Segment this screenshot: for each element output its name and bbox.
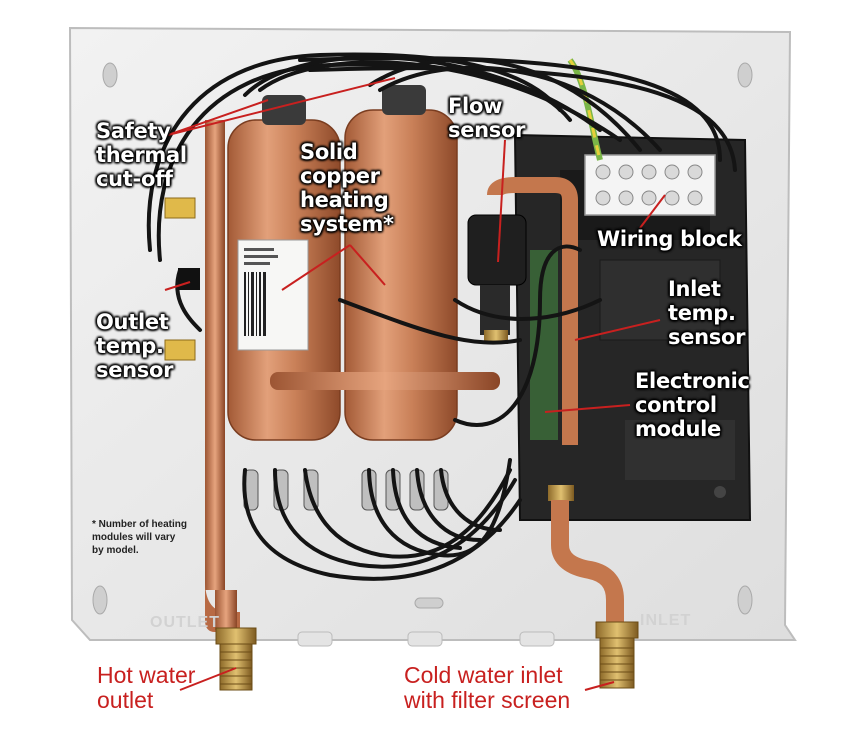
cold-water-inlet-fitting — [595, 621, 639, 689]
label-cold-water-inlet: Cold water inlet with filter screen — [404, 662, 571, 713]
embossed-inlet-text: INLET — [640, 612, 692, 629]
pointer-lines — [164, 77, 666, 691]
outlet-pipe — [205, 120, 240, 632]
label-outlet-temp-sensor: Outlet temp. sensor — [96, 310, 174, 382]
hot-water-outlet-fitting — [215, 627, 257, 691]
wiring-terminal-block — [584, 154, 716, 216]
outlet-temp-sensor-clip — [178, 268, 200, 290]
cables — [146, 52, 737, 581]
embossed-outlet-text: OUTLET — [150, 614, 220, 631]
inlet-pipe — [487, 177, 624, 625]
heating-module-left — [227, 95, 341, 441]
label-wiring-block: Wiring block — [597, 227, 742, 251]
label-solid-copper-heating: Solid copper heating system* — [300, 140, 394, 236]
heating-modules-note: * Number of heating modules will vary by… — [92, 519, 188, 556]
label-flow-sensor: Flow sensor — [448, 94, 526, 142]
connecting-pipe — [270, 372, 500, 390]
label-safety-thermal-cutoff: Safety thermal cut-off — [96, 119, 187, 191]
heating-module-right — [344, 85, 458, 441]
label-inlet-temp-sensor: Inlet temp. sensor — [668, 277, 746, 349]
mounting-brackets — [164, 197, 196, 361]
label-hot-water-outlet: Hot water outlet — [97, 662, 196, 713]
label-electronic-control-module: Electronic control module — [635, 369, 750, 441]
